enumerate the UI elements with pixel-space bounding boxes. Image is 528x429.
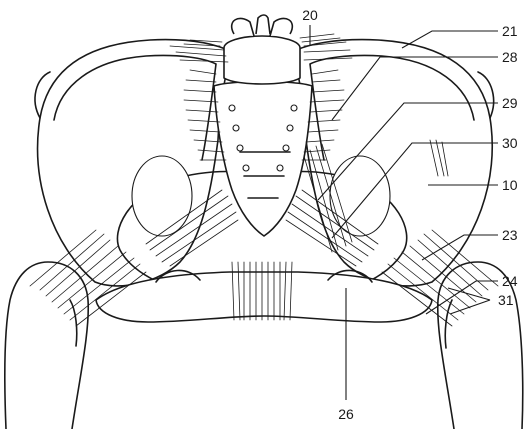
sacrum bbox=[214, 82, 312, 237]
callout-24: 24 bbox=[502, 273, 518, 289]
callout-29: 29 bbox=[502, 95, 518, 111]
right-iliac-wing bbox=[292, 40, 494, 286]
left-iliac-wing bbox=[35, 40, 232, 286]
callout-23: 23 bbox=[502, 227, 518, 243]
left-femur bbox=[5, 262, 88, 429]
leader-31b bbox=[450, 300, 490, 314]
callout-31: 31 bbox=[498, 292, 514, 308]
leader-24 bbox=[426, 281, 498, 314]
callout-21: 21 bbox=[502, 23, 518, 39]
callout-28: 28 bbox=[502, 49, 518, 65]
callout-20: 20 bbox=[302, 7, 318, 23]
leader-31a bbox=[448, 288, 490, 300]
callout-26: 26 bbox=[338, 406, 354, 422]
callout-30: 30 bbox=[502, 135, 518, 151]
callout-10: 10 bbox=[502, 177, 518, 193]
lumbar-vertebra bbox=[224, 15, 300, 84]
left-obturator-foramen bbox=[132, 156, 192, 236]
